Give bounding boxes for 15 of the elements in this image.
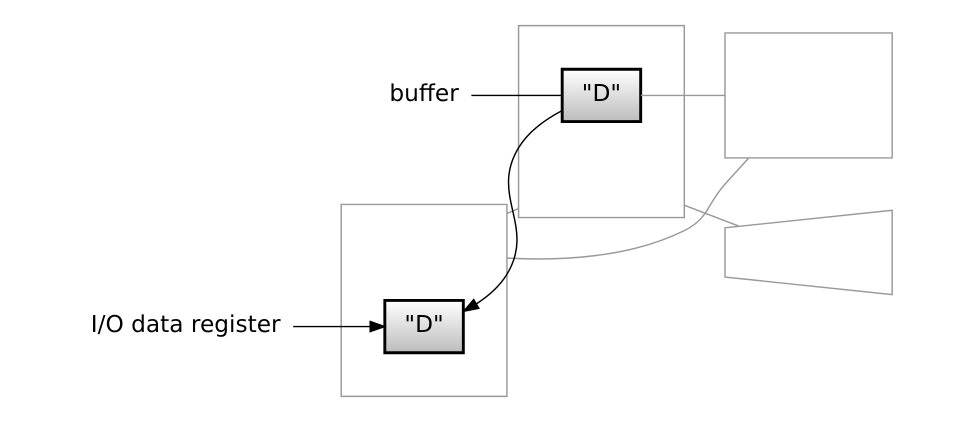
connector bbox=[506, 208, 519, 214]
node-box bbox=[724, 32, 893, 159]
node-box: "D" bbox=[383, 298, 465, 354]
connector bbox=[640, 94, 725, 96]
node-trapezoid bbox=[724, 209, 893, 296]
connector bbox=[506, 158, 750, 260]
node-text: buffer bbox=[389, 80, 459, 107]
arrow bbox=[462, 110, 562, 312]
cluster bbox=[518, 24, 686, 218]
connector bbox=[471, 94, 562, 96]
arrow bbox=[293, 320, 387, 333]
node-text: I/O data register bbox=[90, 311, 281, 338]
node-box: "D" bbox=[560, 68, 642, 124]
connector bbox=[684, 204, 739, 227]
cluster bbox=[340, 204, 508, 398]
